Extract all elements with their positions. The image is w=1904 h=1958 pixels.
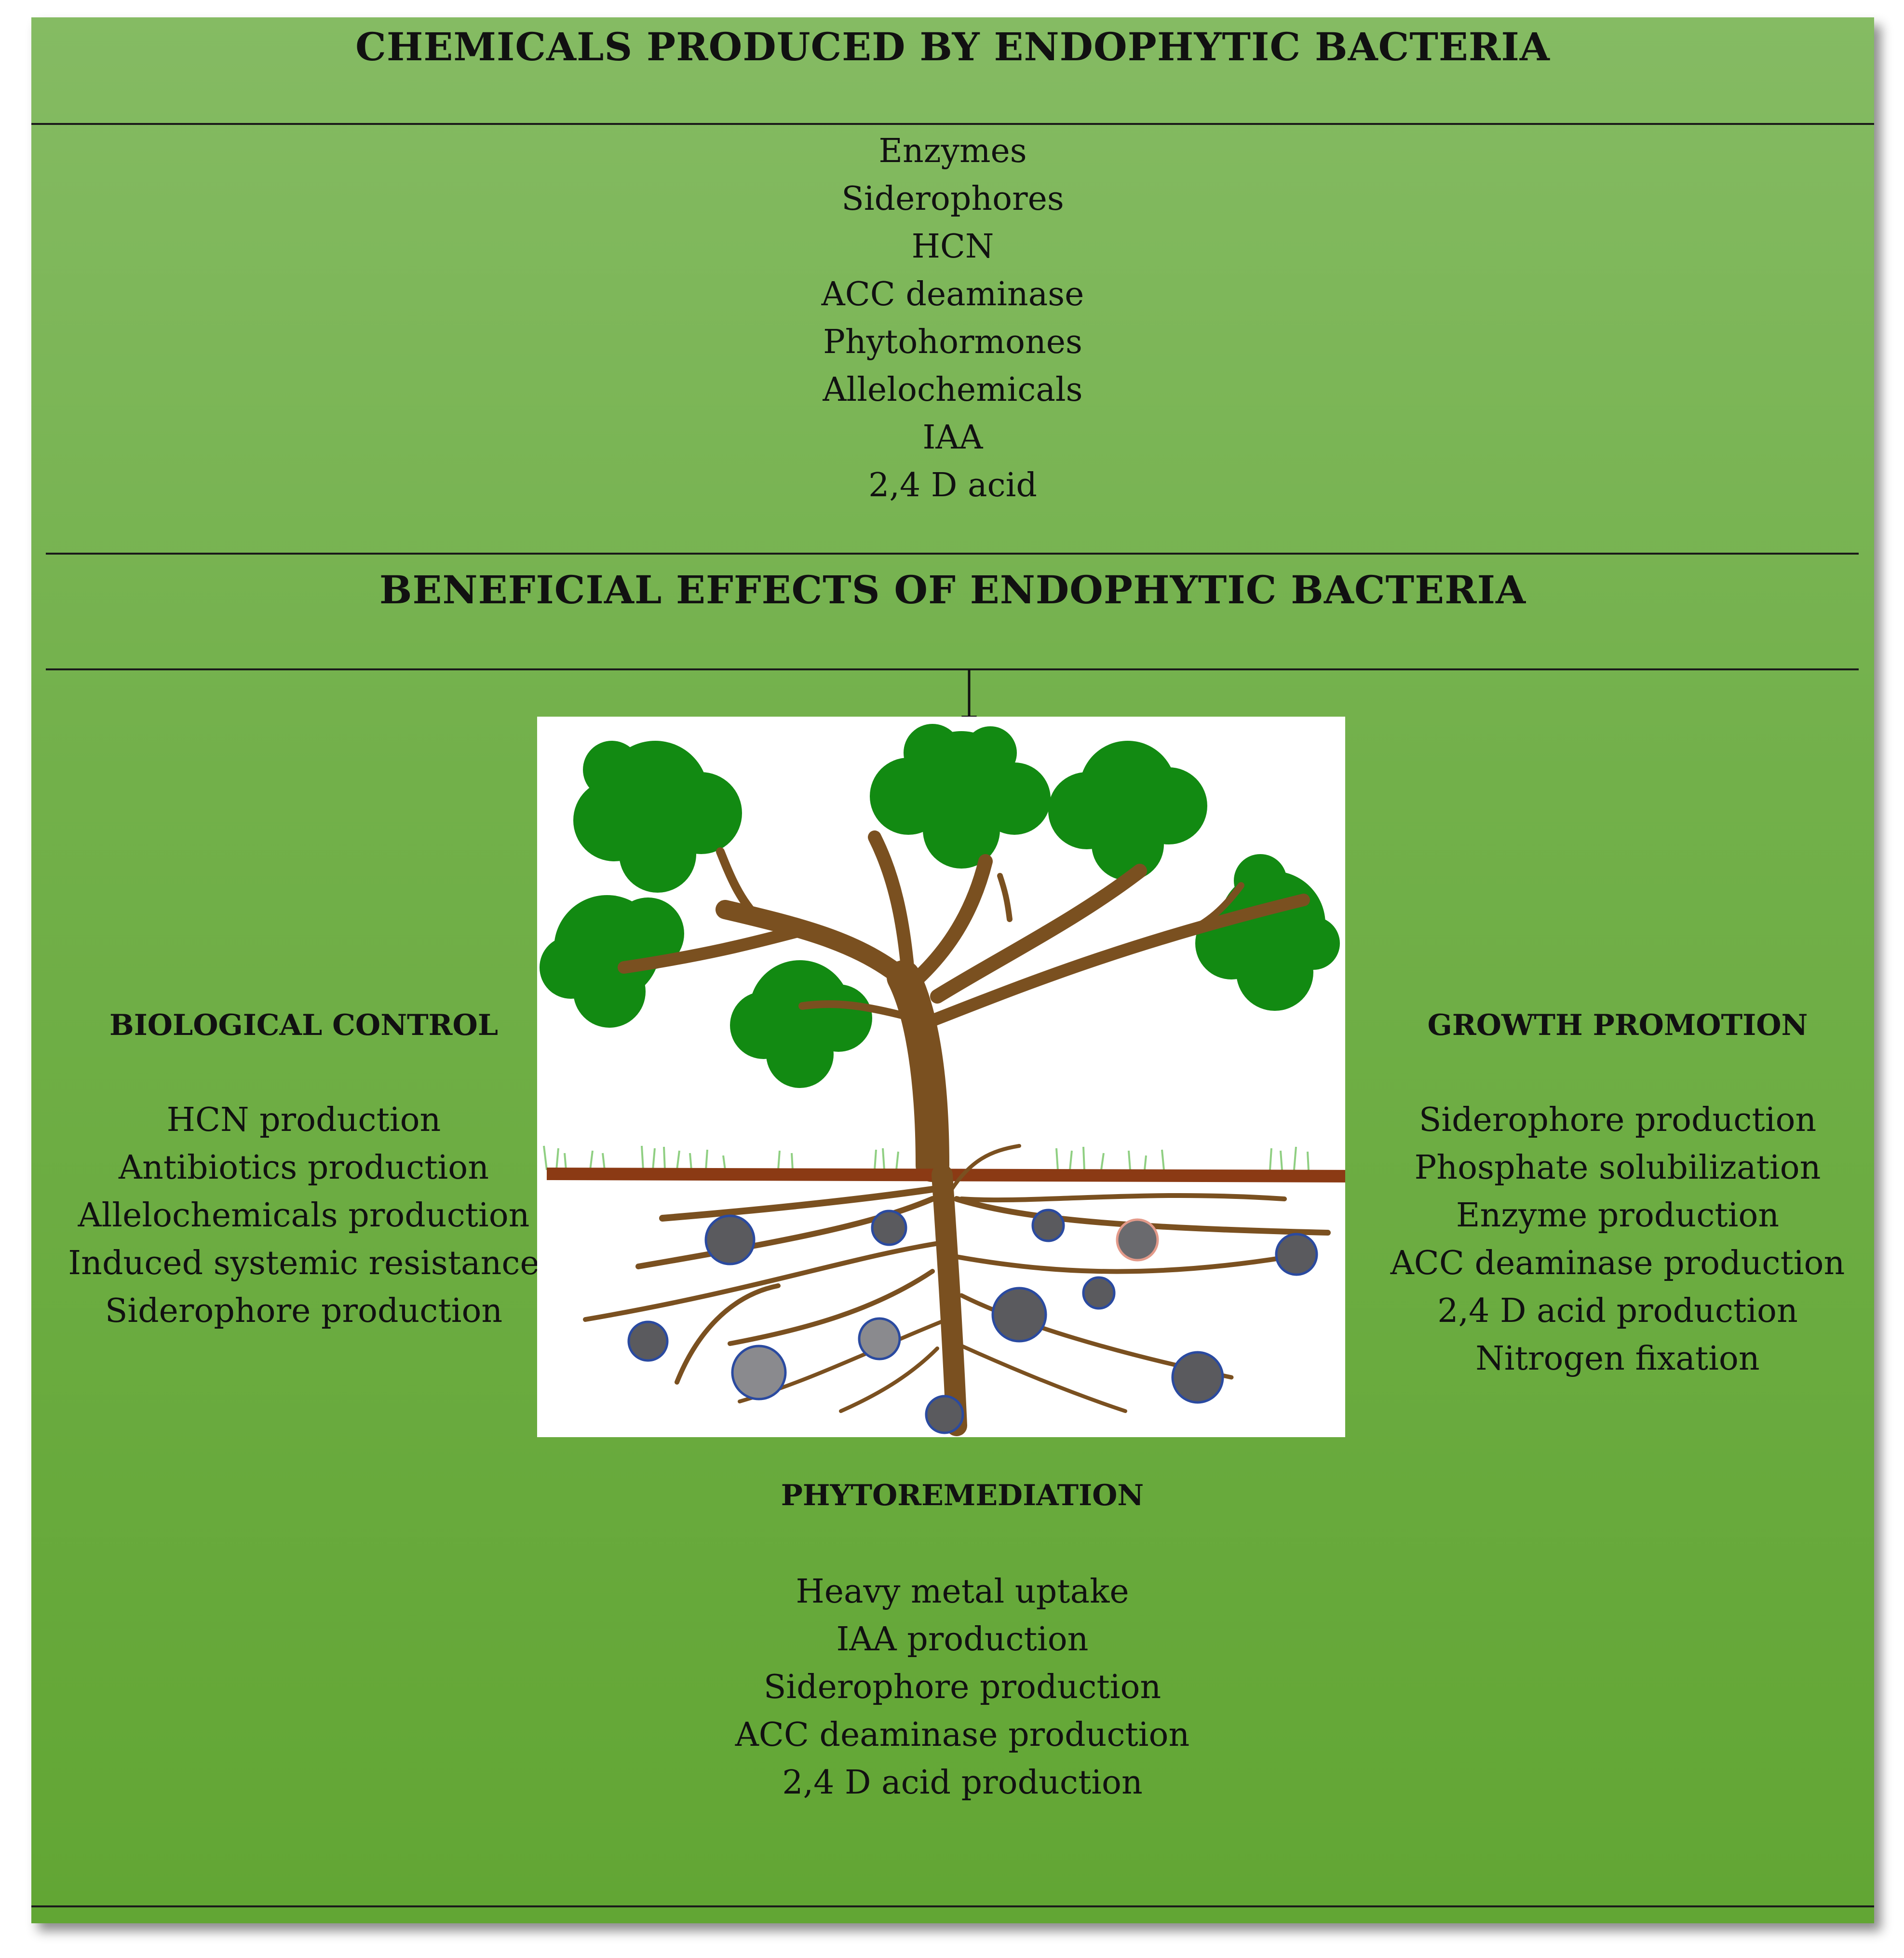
foliage-cluster <box>1195 854 1340 1011</box>
chemical-item: Enzymes <box>878 132 1027 170</box>
tree-branches <box>618 830 1310 1182</box>
biocontrol-item: Siderophore production <box>105 1292 503 1330</box>
phytoremediation-item: ACC deaminase production <box>735 1716 1190 1754</box>
divider-top <box>31 123 1874 125</box>
bacteria-cell <box>1082 1276 1116 1310</box>
biological-control-list: HCN production Antibiotics production Al… <box>46 1096 562 1335</box>
chemicals-list: Enzymes Siderophores HCN ACC deaminase P… <box>31 127 1874 509</box>
effects-heading: BENEFICIAL EFFECTS OF ENDOPHYTIC BACTERI… <box>379 567 1526 612</box>
phytoremediation-item: Siderophore production <box>763 1668 1161 1706</box>
bacteria-cell <box>1031 1209 1065 1242</box>
foliage-cluster <box>1048 741 1207 881</box>
bacteria-cell <box>858 1317 901 1360</box>
biological-control-title: BIOLOGICAL CONTROL <box>109 1008 498 1042</box>
divider-middle <box>46 553 1859 555</box>
tree-foliage <box>540 724 1340 1088</box>
chemical-item: HCN <box>911 228 994 266</box>
bacteria-cells <box>627 1209 1318 1434</box>
divider-bottom <box>31 1905 1874 1907</box>
phytoremediation-item: IAA production <box>836 1620 1089 1659</box>
growth-item: Siderophore production <box>1418 1101 1817 1139</box>
bacteria-cell <box>731 1345 787 1401</box>
chemical-item: ACC deaminase <box>821 275 1084 313</box>
growth-promotion-list: Siderophore production Phosphate solubil… <box>1377 1096 1859 1383</box>
diagram-panel: CHEMICALS PRODUCED BY ENDOPHYTIC BACTERI… <box>31 17 1874 1923</box>
chemicals-heading: CHEMICALS PRODUCED BY ENDOPHYTIC BACTERI… <box>355 24 1550 69</box>
chemical-item: Phytohormones <box>823 323 1082 361</box>
phytoremediation-item: Heavy metal uptake <box>796 1573 1129 1611</box>
ground-line <box>546 1168 1345 1183</box>
grass <box>543 1145 1310 1170</box>
growth-item: Phosphate solubilization <box>1414 1149 1821 1187</box>
growth-item: ACC deaminase production <box>1390 1244 1845 1282</box>
phytoremediation-title: PHYTOREMEDIATION <box>781 1479 1144 1512</box>
biocontrol-item: Allelochemicals production <box>78 1197 530 1235</box>
divider-lower <box>46 668 1859 670</box>
phytoremediation-item: 2,4 D acid production <box>782 1764 1143 1802</box>
foliage-cluster <box>730 960 872 1088</box>
biocontrol-item: Induced systemic resistance <box>68 1244 540 1282</box>
bacteria-cell <box>1275 1233 1318 1276</box>
bacteria-cell <box>704 1214 756 1265</box>
foliage-cluster <box>540 895 684 1028</box>
growth-promotion-title: GROWTH PROMOTION <box>1427 1008 1808 1042</box>
chemical-item: 2,4 D acid <box>868 466 1037 504</box>
bacteria-cell <box>1171 1351 1224 1404</box>
foliage-cluster <box>573 741 742 893</box>
bacteria-cell <box>1116 1218 1159 1262</box>
bacteria-cell <box>925 1395 964 1434</box>
tree-roots <box>583 1144 1331 1436</box>
chemical-item: Allelochemicals <box>823 371 1083 409</box>
bacteria-cell <box>991 1287 1047 1343</box>
bacteria-cell <box>871 1210 907 1246</box>
phytoremediation-list: Heavy metal uptake IAA production Sidero… <box>31 1568 1874 1807</box>
foliage-cluster <box>870 724 1051 869</box>
bacteria-cell <box>627 1320 669 1362</box>
growth-item: 2,4 D acid production <box>1437 1292 1798 1330</box>
chemical-item: IAA <box>922 419 983 457</box>
biocontrol-item: HCN production <box>166 1101 441 1139</box>
biocontrol-item: Antibiotics production <box>118 1149 489 1187</box>
tree-illustration <box>537 717 1345 1437</box>
chemical-item: Siderophores <box>841 180 1064 218</box>
growth-item: Nitrogen fixation <box>1475 1340 1760 1378</box>
growth-item: Enzyme production <box>1456 1197 1780 1235</box>
